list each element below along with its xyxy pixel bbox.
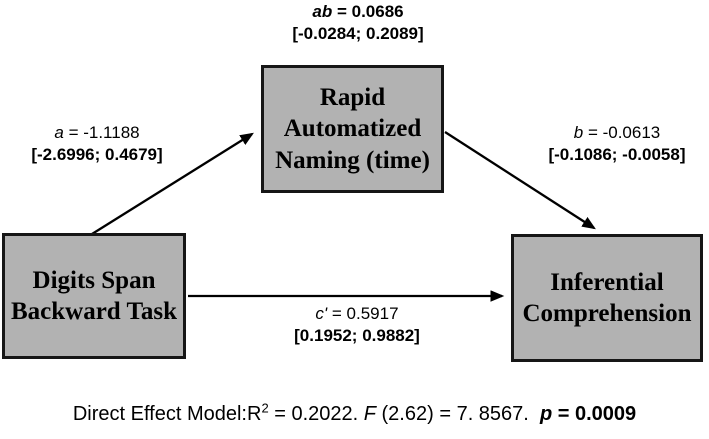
outcome-box: Inferential Comprehension: [511, 234, 703, 362]
caption-p-value: = 0.0009: [552, 403, 637, 425]
path-a-arrow: [91, 132, 254, 235]
box-line: Naming (time): [275, 146, 430, 174]
indirect-effect-ci: [-0.0284; 0.2089]: [292, 24, 424, 43]
caption-f-stats: (2.62) = 7. 8567.: [375, 403, 540, 425]
path-b-ci: [-0.1086; -0.0058]: [548, 145, 686, 164]
predictor-box: Digits Span Backward Task: [2, 233, 186, 359]
box-line: Digits Span: [32, 266, 156, 294]
indirect-effect-label: ab = 0.0686 [-0.0284; 0.2089]: [292, 1, 423, 45]
path-b-arrow: [444, 131, 596, 230]
caption-prefix: Direct Effect Model:R: [72, 403, 262, 425]
indirect-effect-value: ab = 0.0686: [312, 2, 404, 21]
box-line: Inferential: [550, 268, 664, 296]
path-a-label: a = -1.1188 [-2.6996; 0.4679]: [31, 122, 162, 166]
path-b-value: b = -0.0613: [573, 123, 661, 142]
caption-superscript: 2: [261, 400, 269, 416]
box-line: Rapid: [319, 83, 386, 111]
caption-f-symbol: F: [363, 403, 376, 425]
mediator-box: Rapid Automatized Naming (time): [261, 65, 444, 193]
box-line: Automatized: [283, 115, 422, 143]
caption-p-symbol: p: [539, 403, 553, 425]
caption-r2: = 0.2022.: [268, 403, 364, 425]
direct-effect-label: c' = 0.5917 [0.1952; 0.9882]: [294, 303, 420, 347]
path-a-ci: [-2.6996; 0.4679]: [31, 145, 163, 164]
direct-effect-value: c' = 0.5917: [315, 304, 399, 323]
path-a-value: a = -1.1188: [54, 123, 140, 142]
box-line: Backward Task: [10, 298, 178, 325]
direct-effect-ci: [0.1952; 0.9882]: [294, 326, 420, 345]
model-stats-caption: Direct Effect Model:R2 = 0.2022. F (2.62…: [0, 401, 709, 427]
box-line: Comprehension: [522, 300, 692, 327]
path-b-label: b = -0.0613 [-0.1086; -0.0058]: [548, 122, 685, 166]
